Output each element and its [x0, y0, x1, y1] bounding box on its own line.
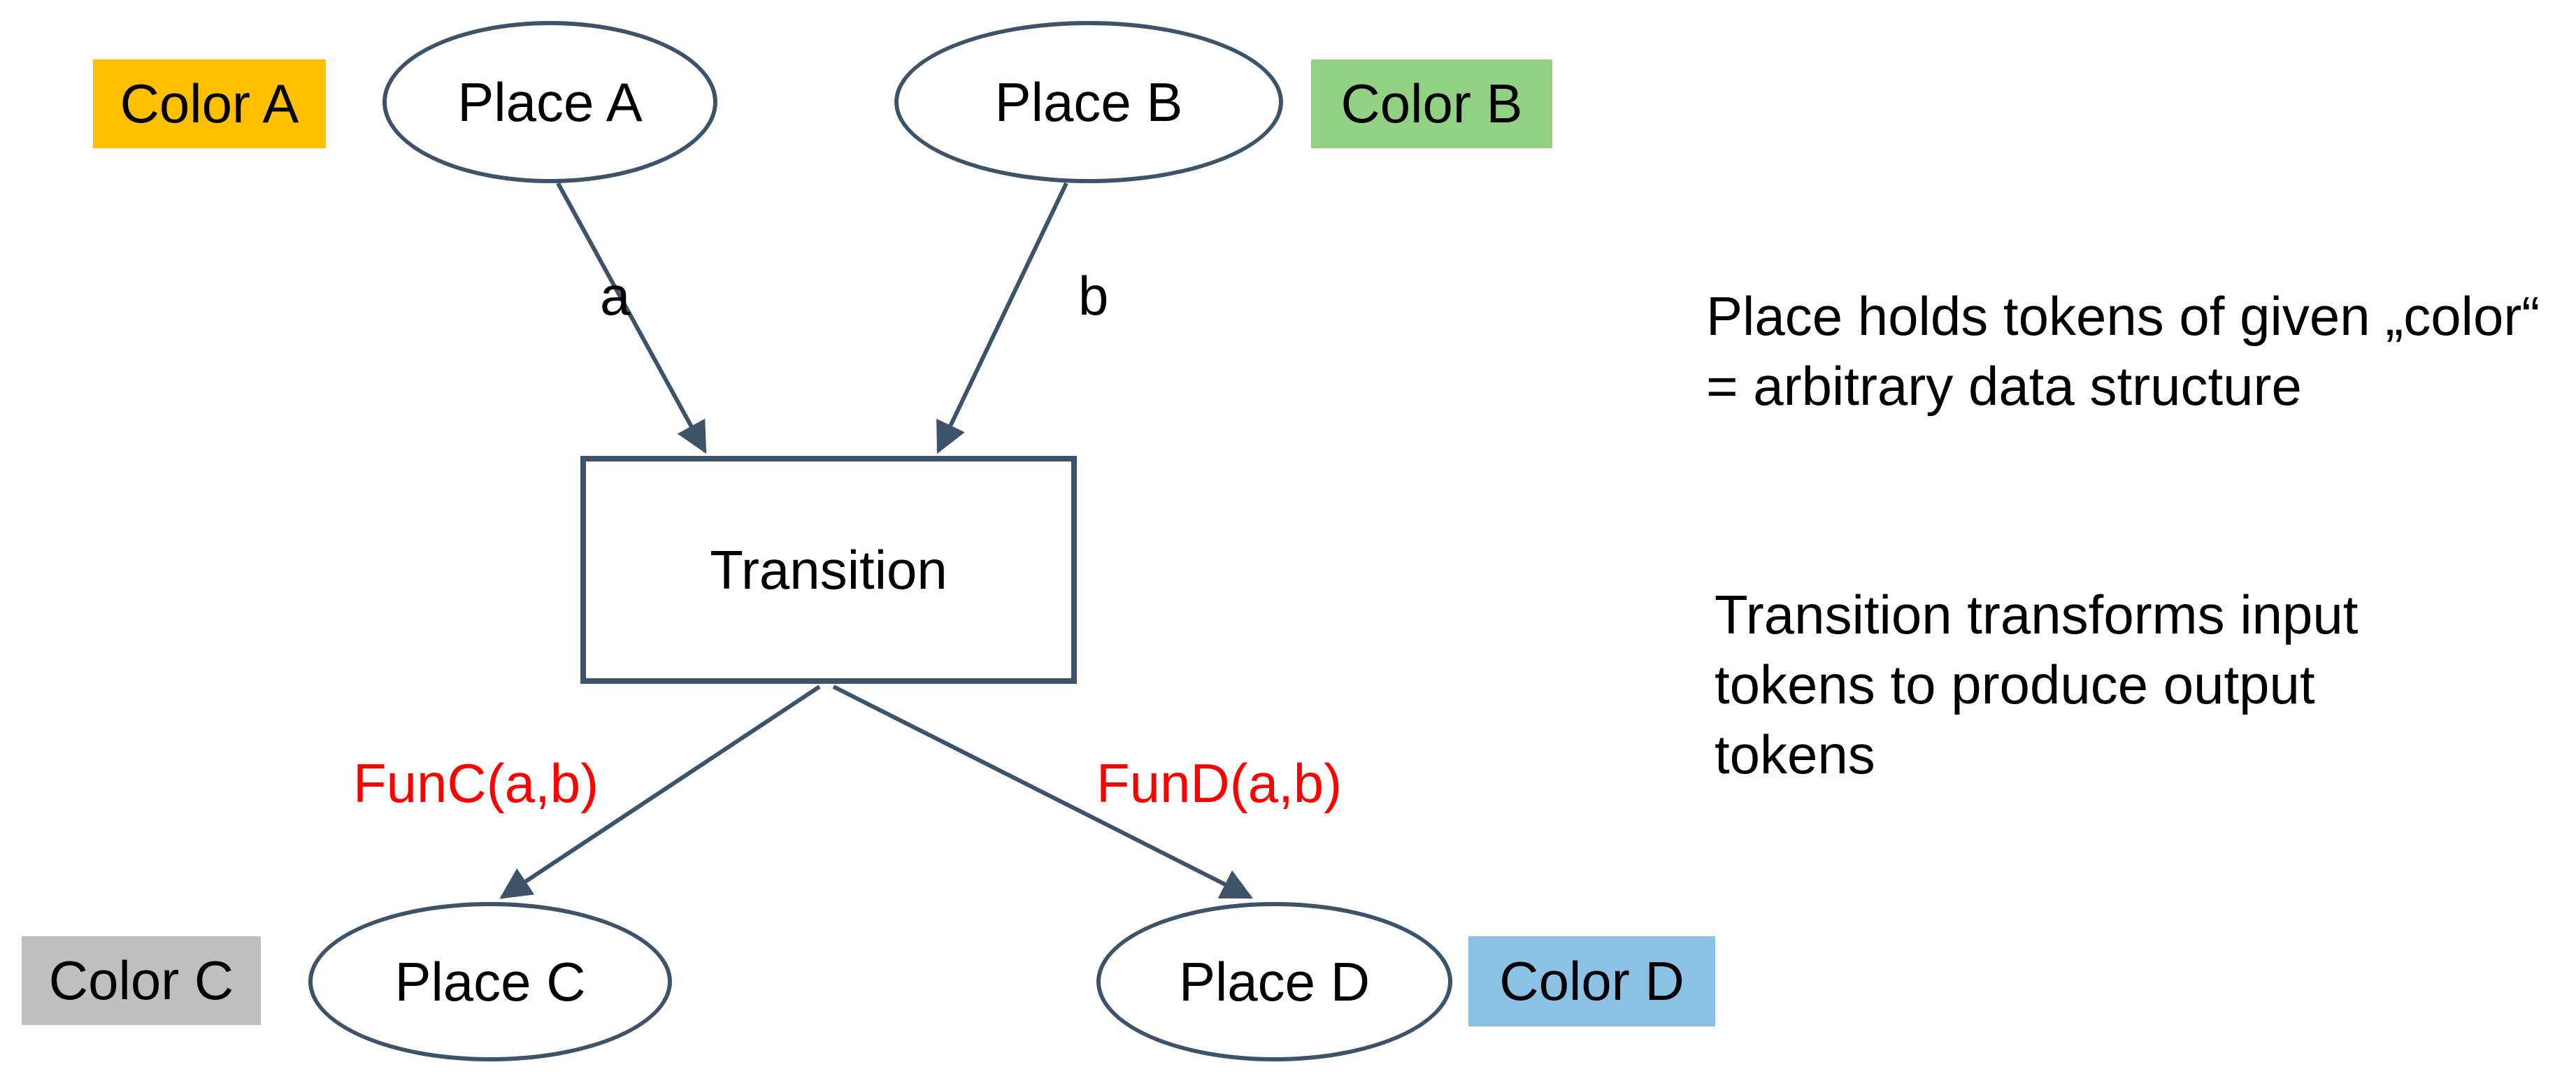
- edge-label-a: a: [600, 265, 631, 327]
- node-place-d-label: Place D: [1178, 950, 1371, 1012]
- color-b-tag: Color B: [1311, 59, 1552, 148]
- annotation-transition-note-line1: Transition transforms input: [1715, 584, 2359, 645]
- color-d-tag: Color D: [1468, 936, 1715, 1026]
- color-b-tag-label: Color B: [1340, 73, 1523, 134]
- node-place-b-label: Place B: [994, 71, 1183, 133]
- node-place-a-label: Place A: [457, 71, 643, 133]
- edge-label-func-c: FunC(a,b): [353, 752, 599, 814]
- node-place-d: Place D: [1096, 902, 1452, 1061]
- color-d-tag-label: Color D: [1499, 950, 1684, 1012]
- node-place-c: Place C: [308, 902, 672, 1061]
- annotation-place-note-line2: = arbitrary data structure: [1706, 355, 2302, 417]
- color-c-tag: Color C: [22, 936, 261, 1025]
- node-place-b: Place B: [894, 21, 1283, 183]
- annotation-transition-note-line3: tokens: [1715, 724, 1875, 785]
- annotation-transition-note-line2: tokens to produce output: [1715, 654, 2315, 715]
- annotation-place-note: Place holds tokens of given „color“ = ar…: [1706, 281, 2540, 421]
- edge-label-fun-d: FunD(a,b): [1096, 752, 1343, 814]
- color-a-tag: Color A: [93, 59, 326, 148]
- edge-label-b: b: [1078, 265, 1109, 327]
- color-a-tag-label: Color A: [120, 73, 299, 134]
- annotation-place-note-line1: Place holds tokens of given „color“: [1706, 285, 2540, 347]
- node-transition: Transition: [580, 456, 1077, 684]
- color-c-tag-label: Color C: [48, 950, 234, 1011]
- arrow-place-a-to-transition: [556, 182, 707, 454]
- node-transition-label: Transition: [710, 538, 947, 601]
- node-place-c-label: Place C: [394, 950, 586, 1012]
- annotation-transition-note: Transition transforms input tokens to pr…: [1715, 580, 2358, 789]
- arrow-place-b-to-transition: [936, 182, 1068, 454]
- node-place-a: Place A: [382, 21, 717, 183]
